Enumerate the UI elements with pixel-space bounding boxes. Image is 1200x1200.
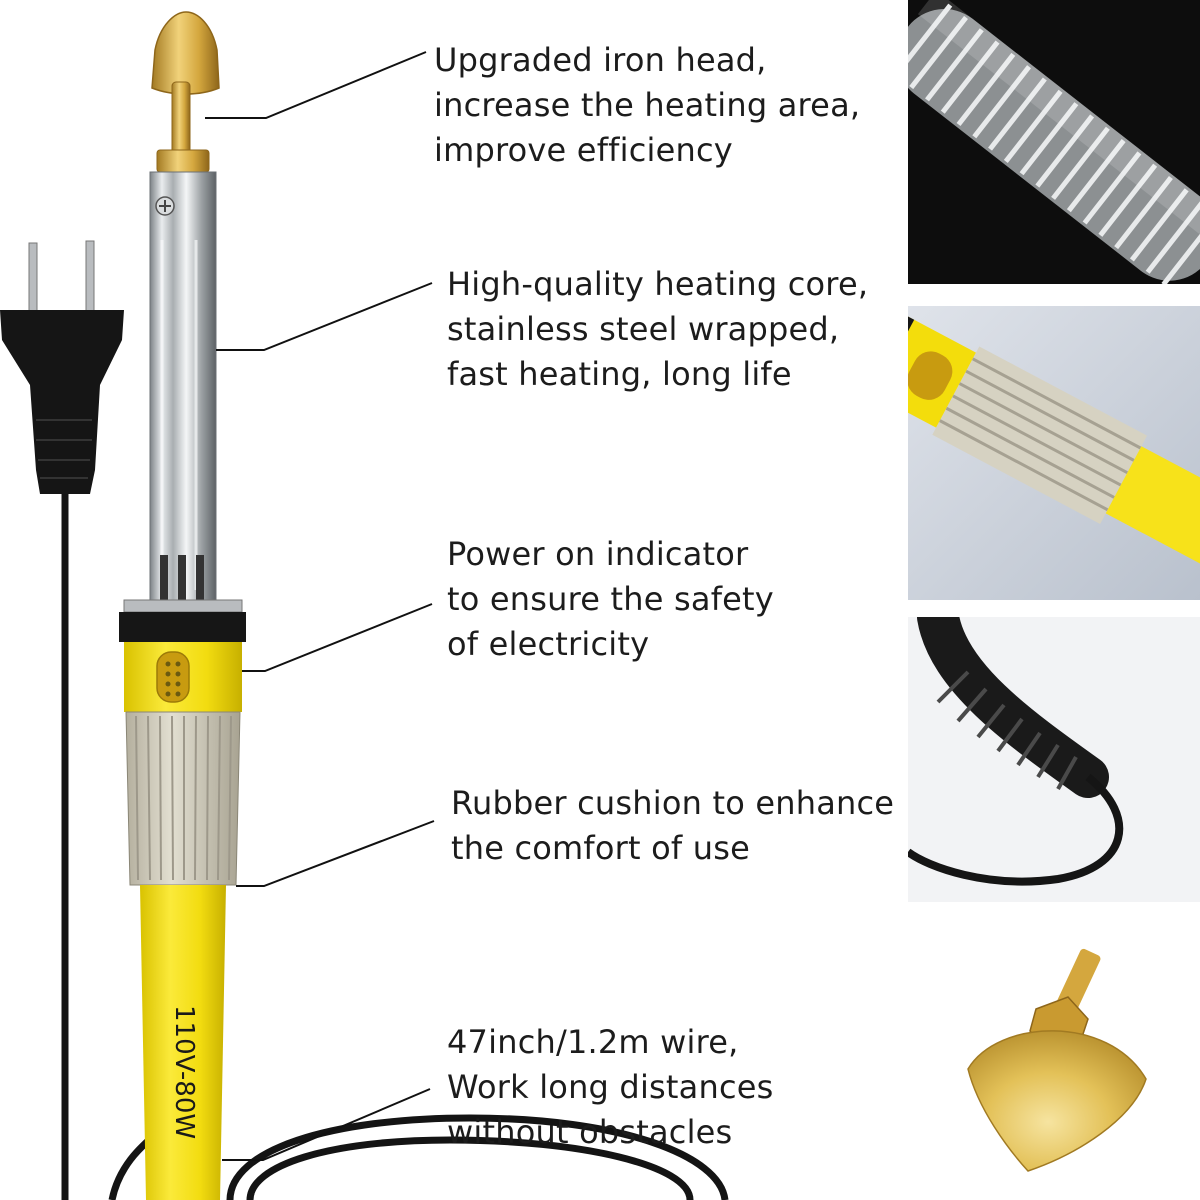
leader-line-core: [216, 282, 433, 351]
feature-line: without obstacles: [447, 1113, 733, 1151]
handle-marking: 110V-80W: [169, 1005, 199, 1139]
leader-line-head: [205, 51, 427, 119]
feature-line: Power on indicator: [447, 535, 749, 573]
feature-line: to ensure the safety: [447, 580, 774, 618]
feature-wire-length: 47inch/1.2m wire, Work long distances wi…: [447, 1020, 774, 1155]
feature-line: 47inch/1.2m wire,: [447, 1023, 739, 1061]
heating-core-barrel: [149, 171, 217, 603]
coiled-cable: [246, 1136, 694, 1200]
feature-line: improve efficiency: [434, 131, 733, 169]
feature-line: fast heating, long life: [447, 355, 792, 393]
leader-line-grip: [236, 820, 435, 887]
leader-line-wire: [222, 1088, 431, 1161]
feature-line: of electricity: [447, 625, 650, 663]
lower-handle: 110V-80W: [140, 885, 226, 1200]
detail-photo-heating-coil: [908, 0, 1200, 284]
feature-line: Rubber cushion to enhance: [451, 784, 895, 822]
power-plug: [0, 240, 124, 494]
feature-line: Work long distances: [447, 1068, 774, 1106]
feature-line: High-quality heating core,: [447, 265, 869, 303]
feature-iron-head: Upgraded iron head, increase the heating…: [434, 38, 860, 173]
detail-photo-brass-tip: [908, 919, 1200, 1200]
feature-line: increase the heating area,: [434, 86, 861, 124]
iron-head: [151, 11, 220, 173]
feature-power-indicator: Power on indicator to ensure the safety …: [447, 532, 774, 667]
feature-line: the comfort of use: [451, 829, 751, 867]
detail-photo-handle: [908, 306, 1200, 600]
leader-lines: [205, 51, 435, 1161]
power-indicator-section: [124, 642, 242, 712]
feature-line: stainless steel wrapped,: [447, 310, 840, 348]
handle-collar: [119, 599, 246, 642]
feature-rubber-cushion: Rubber cushion to enhance the comfort of…: [451, 781, 894, 871]
detail-photo-cable-strain-relief: [908, 617, 1200, 902]
feature-line: Upgraded iron head,: [434, 41, 767, 79]
feature-heating-core: High-quality heating core, stainless ste…: [447, 262, 868, 397]
rubber-grip: [125, 711, 241, 886]
soldering-iron-illustration: 110V-80W: [0, 11, 729, 1200]
leader-line-indicator: [242, 603, 433, 672]
